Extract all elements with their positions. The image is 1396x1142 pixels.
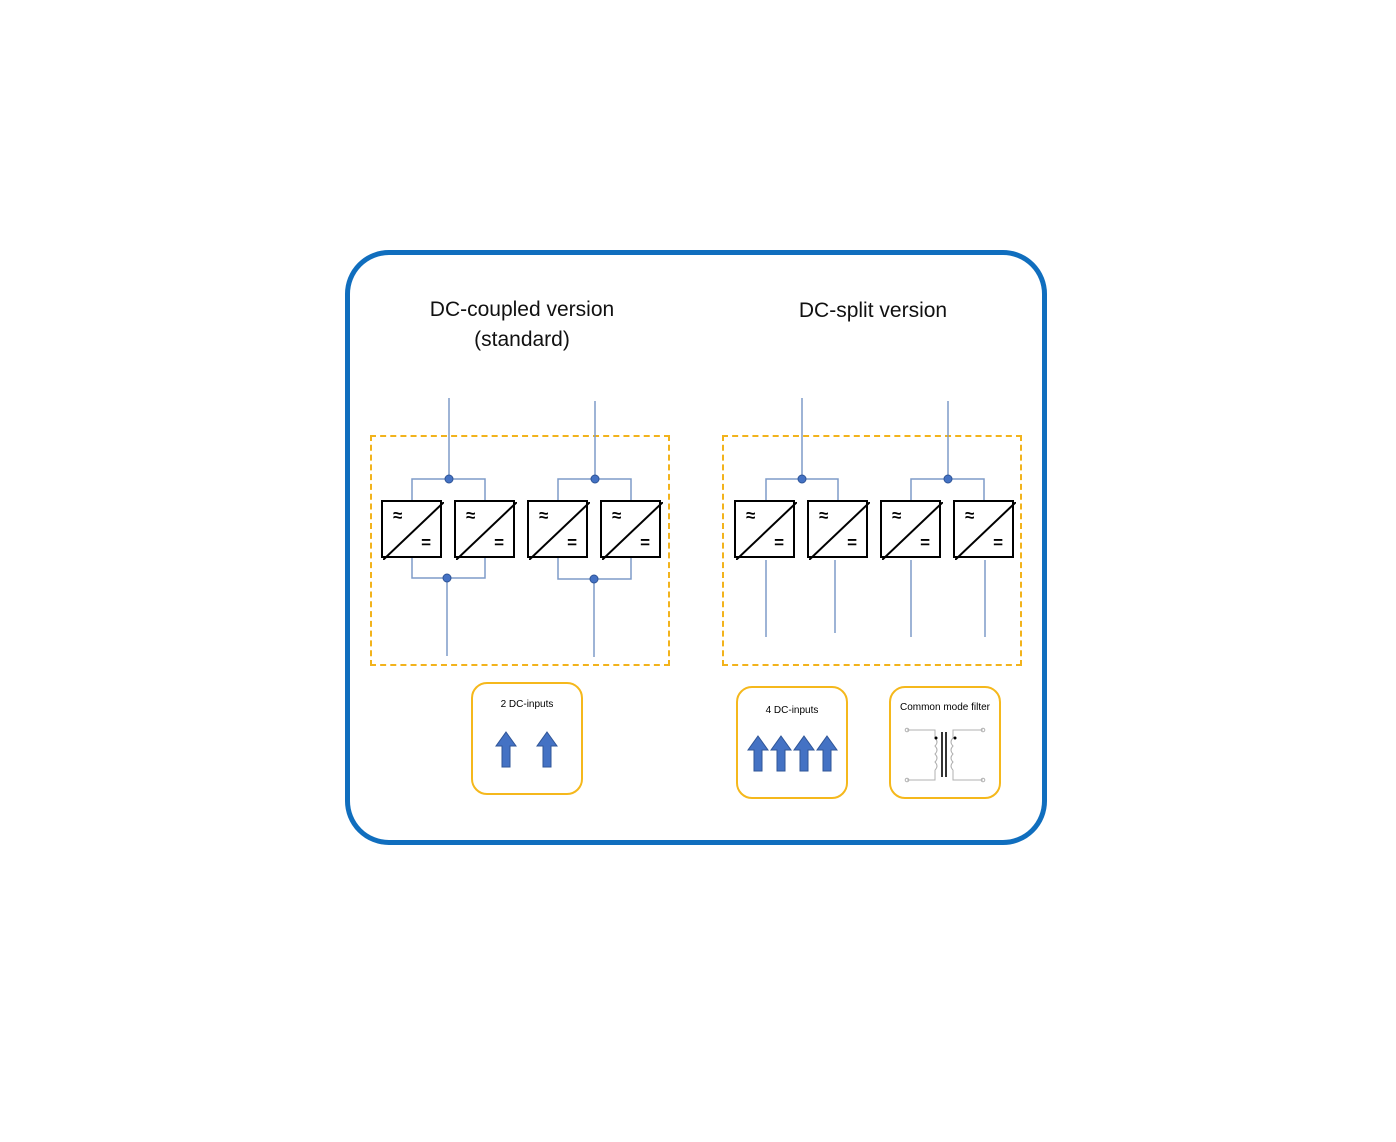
common-mode-filter-icon bbox=[904, 727, 986, 783]
right-inverter-group bbox=[722, 435, 1022, 666]
legend-label: 2 DC-inputs bbox=[500, 699, 554, 710]
inverter-symbol-icon: ≈ = bbox=[600, 500, 663, 560]
right-title: DC-split version bbox=[798, 299, 948, 322]
legend-label: Common mode filter bbox=[899, 702, 991, 713]
legend-common-mode-filter: Common mode filter bbox=[889, 686, 1001, 799]
dc-input-arrow-icon bbox=[816, 735, 838, 772]
left-title-line2: (standard) bbox=[474, 328, 570, 351]
dc-input-arrow-icon bbox=[747, 735, 769, 772]
inverter-symbol-icon: ≈ = bbox=[454, 500, 517, 560]
dc-input-arrow-icon bbox=[793, 735, 815, 772]
junction-node bbox=[590, 474, 600, 484]
dc-input-arrow-icon bbox=[770, 735, 792, 772]
junction-node bbox=[943, 474, 953, 484]
junction-node bbox=[444, 474, 454, 484]
dc-input-arrow-icon bbox=[495, 731, 517, 768]
dc-input-arrow-icon bbox=[536, 731, 558, 768]
left-title: DC-coupled version (standard) bbox=[402, 295, 642, 355]
junction-node bbox=[797, 474, 807, 484]
left-inverter-group bbox=[370, 435, 670, 666]
inverter-symbol-icon: ≈ = bbox=[807, 500, 870, 560]
inverter-symbol-icon: ≈ = bbox=[381, 500, 444, 560]
legend-2-dc-inputs: 2 DC-inputs bbox=[471, 682, 583, 795]
left-title-line1: DC-coupled version bbox=[429, 298, 615, 321]
legend-4-dc-inputs: 4 DC-inputs bbox=[736, 686, 848, 799]
junction-node bbox=[589, 574, 599, 584]
inverter-symbol-icon: ≈ = bbox=[880, 500, 943, 560]
inverter-symbol-icon: ≈ = bbox=[734, 500, 797, 560]
inverter-symbol-icon: ≈ = bbox=[527, 500, 590, 560]
legend-label: 4 DC-inputs bbox=[765, 705, 819, 716]
inverter-symbol-icon: ≈ = bbox=[953, 500, 1016, 560]
junction-node bbox=[442, 573, 452, 583]
